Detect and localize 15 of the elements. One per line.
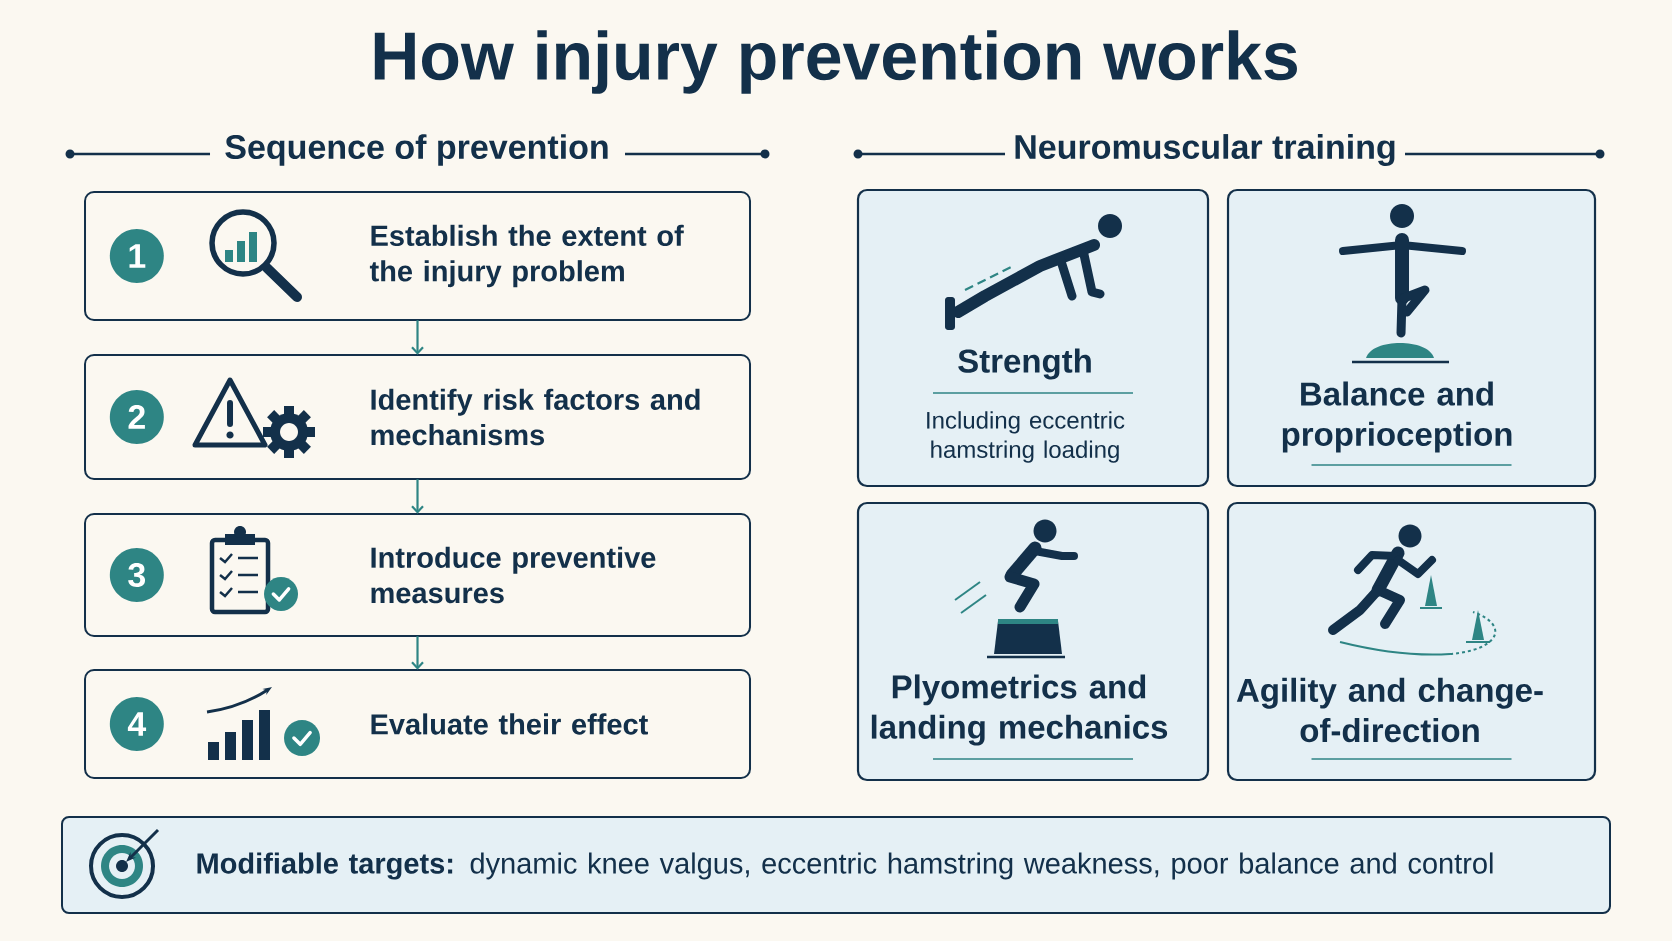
summary-bar: Modifiable targets: dynamic knee valgus, eccentric hamstring weakness, poor balance and control xyxy=(61,816,1611,914)
training-card: Agility and change-of-direction xyxy=(1226,501,1597,782)
arrow xyxy=(411,636,424,670)
title: How injury prevention works xyxy=(374,30,1297,94)
step-number: 1 xyxy=(109,229,164,283)
arrow xyxy=(411,479,424,514)
section-heading: Sequence of prevention xyxy=(225,134,608,166)
training-card: Plyometrics and landing mechanics xyxy=(856,501,1210,782)
training-card: Balance and proprioception xyxy=(1226,188,1597,488)
step-number: 3 xyxy=(109,548,164,602)
step-number: 2 xyxy=(109,390,164,444)
section-heading: Neuromuscular training xyxy=(1015,134,1395,166)
training-card: Strength Including eccentric hamstring loading xyxy=(856,188,1210,488)
step-number: 4 xyxy=(109,697,164,751)
arrow xyxy=(411,320,424,355)
